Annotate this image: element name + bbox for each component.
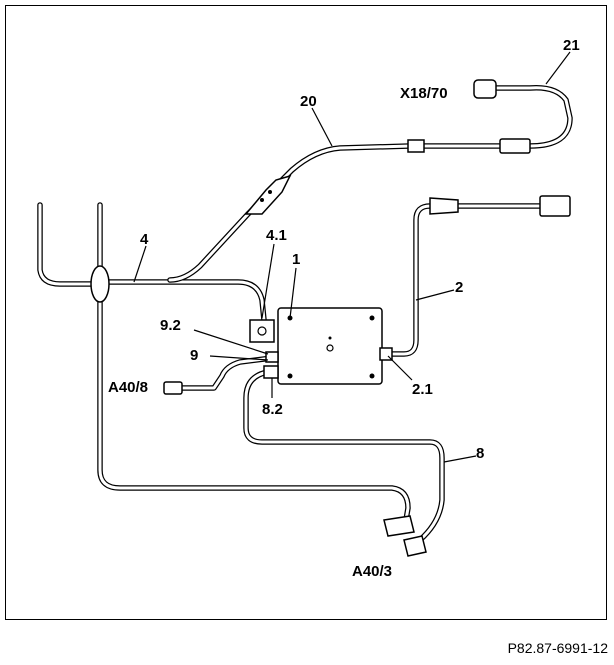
connector-8-2 xyxy=(263,365,279,379)
label-9: 9 xyxy=(190,347,198,364)
harness-splice xyxy=(90,265,110,303)
label-21: 21 xyxy=(563,37,580,54)
label-2-1: 2.1 xyxy=(412,381,433,398)
leader-lines xyxy=(133,51,571,463)
diagram-frame xyxy=(5,5,607,620)
connector-a40-8 xyxy=(163,381,183,395)
connector-9-2 xyxy=(265,351,279,363)
clip-20 xyxy=(407,139,425,153)
label-8-2: 8.2 xyxy=(262,401,283,418)
harness-4 xyxy=(101,279,267,323)
label-1: 1 xyxy=(292,251,300,268)
label-8: 8 xyxy=(476,445,484,462)
connector-a40-3-b xyxy=(403,535,427,557)
wire-harness xyxy=(37,85,573,543)
connector-2-end xyxy=(429,197,459,215)
connector-21-inline xyxy=(499,138,531,154)
figure-id: P82.87-6991-12 xyxy=(507,640,608,656)
label-x18-70: X18/70 xyxy=(400,85,448,102)
harness-21 xyxy=(493,85,573,149)
label-20: 20 xyxy=(300,93,317,110)
label-4: 4 xyxy=(140,231,149,248)
harness-left-wire-a xyxy=(37,202,99,287)
inline-connector-20 xyxy=(244,174,292,215)
components xyxy=(90,79,571,557)
label-2: 2 xyxy=(455,279,463,296)
connector-a40-3-a xyxy=(383,515,415,537)
callouts: 21 X18/70 20 4 4.1 1 2 9.2 9 A40/8 8.2 2… xyxy=(108,37,580,580)
connector-2-plug xyxy=(539,195,571,217)
harness-2 xyxy=(383,203,433,357)
label-9-2: 9.2 xyxy=(160,317,181,334)
label-a40-8: A40/8 xyxy=(108,379,148,396)
label-4-1: 4.1 xyxy=(266,227,287,244)
label-a40-3: A40/3 xyxy=(352,563,392,580)
connector-x18-70 xyxy=(473,79,497,99)
